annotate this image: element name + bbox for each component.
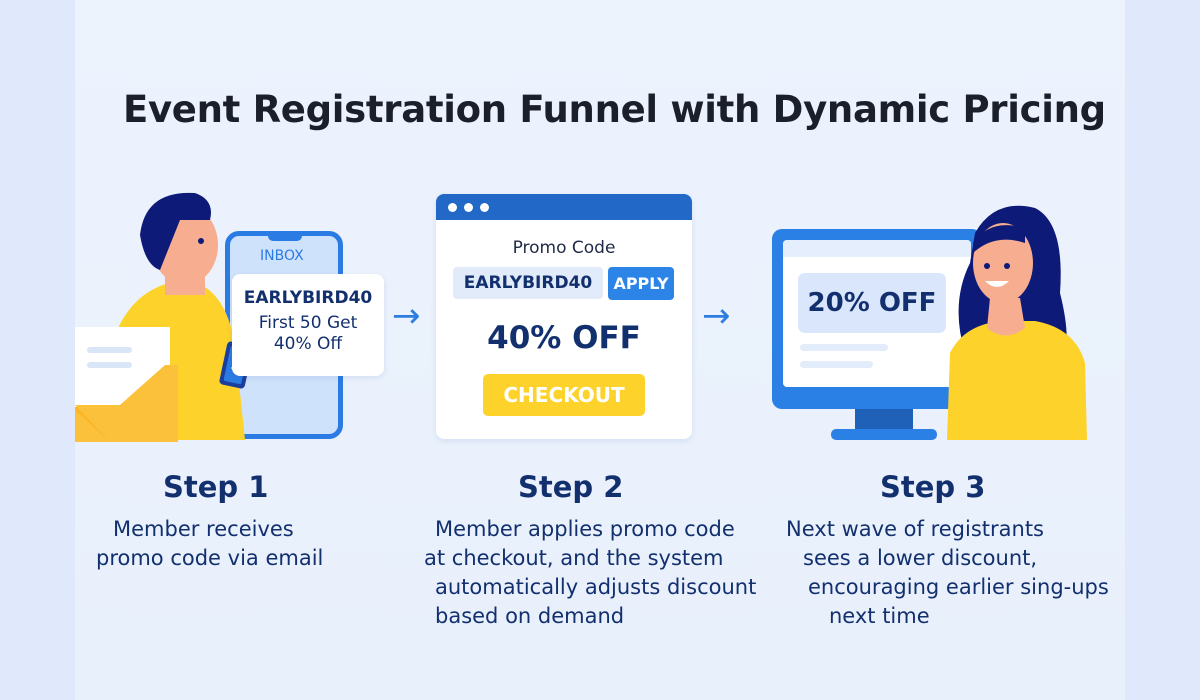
apply-button[interactable]: APPLY bbox=[608, 267, 674, 300]
window-dot-icon bbox=[480, 202, 489, 212]
monitor-illustration: 20% OFF bbox=[772, 229, 982, 409]
step-2-heading: Step 2 bbox=[518, 470, 624, 504]
monitor-screen: 20% OFF bbox=[783, 240, 971, 387]
checkout-browser-window: Promo Code EARLYBIRD40 APPLY 40% OFF CHE… bbox=[436, 194, 692, 439]
promo-code-input[interactable]: EARLYBIRD40 bbox=[453, 267, 603, 299]
step-2-description-line: at checkout, and the system bbox=[424, 546, 724, 570]
step-1-heading: Step 1 bbox=[163, 470, 269, 504]
step-2-description-line: based on demand bbox=[435, 604, 625, 628]
discount-badge: 20% OFF bbox=[798, 273, 946, 333]
arrow-right-icon: → bbox=[392, 296, 421, 336]
email-promo-card: EARLYBIRD40 First 50 Get 40% Off bbox=[232, 274, 384, 376]
discount-text: 40% OFF bbox=[487, 320, 641, 356]
monitor-stand bbox=[855, 409, 913, 431]
woman-illustration bbox=[947, 205, 1087, 440]
step-1-description-line: Member receives bbox=[113, 517, 294, 541]
page-title: Event Registration Funnel with Dynamic P… bbox=[123, 88, 1106, 131]
step-3-description-line: encouraging earlier sing-ups bbox=[808, 575, 1109, 599]
step-3-description-line: sees a lower discount, bbox=[803, 546, 1038, 570]
promo-code-label: Promo Code bbox=[512, 238, 616, 258]
window-dot-icon bbox=[448, 202, 457, 212]
arrow-right-icon: → bbox=[702, 296, 731, 336]
envelope-icon bbox=[75, 327, 178, 442]
checkout-button[interactable]: CHECKOUT bbox=[483, 374, 645, 416]
inbox-label: INBOX bbox=[260, 248, 304, 264]
step-3-description-line: next time bbox=[829, 604, 930, 628]
email-offer-line: 40% Off bbox=[273, 334, 343, 354]
monitor-base bbox=[831, 429, 937, 440]
phone-notch bbox=[268, 233, 302, 241]
step-2-description-line: Member applies promo code bbox=[435, 517, 735, 541]
window-dot-icon bbox=[464, 202, 473, 212]
email-offer-line: First 50 Get bbox=[258, 313, 358, 333]
step-2-description-line: automatically adjusts discount bbox=[435, 575, 757, 599]
step-1-description-line: promo code via email bbox=[96, 546, 324, 570]
step-3-heading: Step 3 bbox=[880, 470, 986, 504]
step-3-description-line: Next wave of registrants bbox=[786, 517, 1044, 541]
browser-titlebar bbox=[436, 194, 692, 220]
email-promo-code: EARLYBIRD40 bbox=[243, 288, 373, 308]
